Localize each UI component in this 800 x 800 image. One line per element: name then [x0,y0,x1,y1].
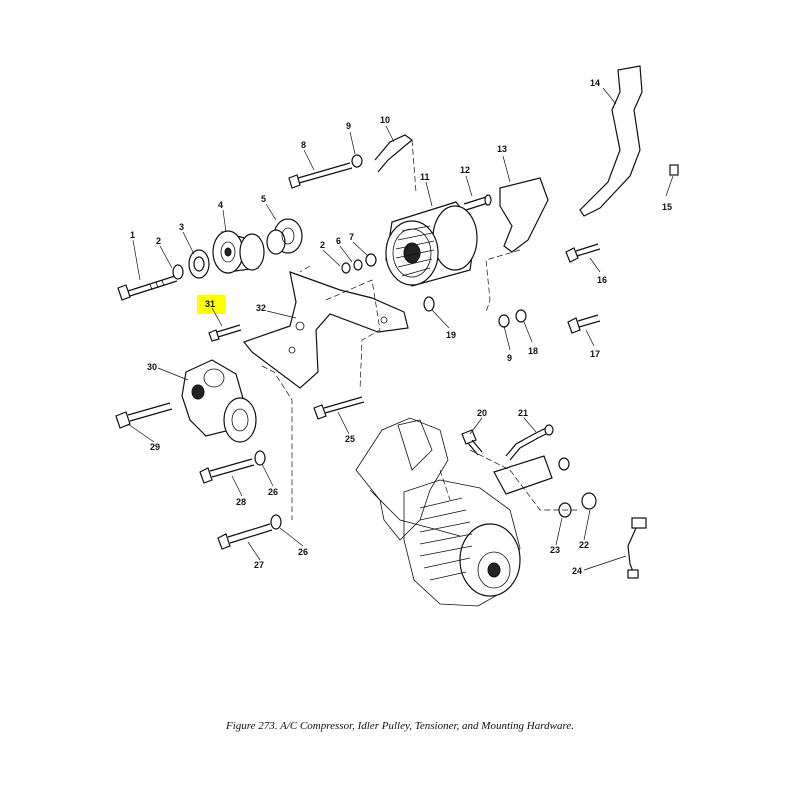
callout-5: 5 [261,194,266,204]
callout-32: 32 [256,303,266,313]
callout-30: 30 [147,362,157,372]
callout-1: 1 [130,230,135,240]
figure-caption: Figure 273. A/C Compressor, Idler Pulley… [226,720,574,732]
callout-18: 18 [528,346,538,356]
bolt-8 [288,162,353,189]
manifold-21 [493,424,570,495]
washer-26-upper [254,450,266,466]
callout-16: 16 [597,275,607,285]
bracket-hole [295,321,305,331]
callout-26: 26 [268,487,278,497]
bolt-25 [313,396,365,420]
callout-20: 20 [477,408,487,418]
idler-pulley-4 [212,230,265,274]
leader-lines [127,87,674,571]
bolt-31 [208,324,242,342]
nut-7 [365,253,377,267]
stud-12 [463,194,492,211]
callout-23: 23 [550,545,560,555]
callout-31: 31 [205,299,215,309]
callout-9: 9 [346,121,351,131]
washer-6 [353,259,363,271]
callout-21: 21 [518,408,528,418]
nut-9-top [351,154,363,168]
seal-22 [581,492,597,510]
washer-2 [172,264,184,280]
bracket-hole [380,316,388,324]
cap-15 [669,164,679,176]
bolt-17 [567,314,601,334]
callout-29: 29 [150,442,160,452]
callout-2: 2 [156,236,161,246]
nut-9-lower [498,314,510,328]
bracket-13 [499,177,549,253]
clip-10 [374,134,413,173]
callout-14: 14 [590,78,600,88]
switch-harness-24 [627,517,647,579]
callout-9-b: 9 [507,353,512,363]
callout-8: 8 [301,140,306,150]
callout-24: 24 [572,566,582,576]
callout-31-highlight [197,295,226,314]
bracket-14 [579,65,643,217]
bolt-28 [199,458,255,484]
bolt-16 [565,243,601,263]
pulley-hub-5 [266,218,303,255]
compressor-installed-view [355,417,521,607]
compressor-11 [385,201,478,287]
bolt-29 [115,402,173,429]
callout-6: 6 [336,236,341,246]
callout-15: 15 [662,202,672,212]
callout-28: 28 [236,497,246,507]
callout-27: 27 [254,560,264,570]
mount-bracket-32 [243,271,409,389]
centerlines [261,139,580,520]
spacer-3 [188,249,210,279]
washer-26-lower [270,514,282,530]
callout-22: 22 [579,540,589,550]
washer-19 [423,296,435,312]
fitting-20 [461,429,483,456]
bracket-hole [288,346,296,354]
callout-25: 25 [345,434,355,444]
bolt-27 [217,523,273,550]
washer-2-b [341,262,351,274]
callout-4: 4 [218,200,223,210]
callout-12: 12 [460,165,470,175]
bolt-1 [117,275,178,301]
callout-19: 19 [446,330,456,340]
tensioner-30 [181,359,257,443]
nut-18 [515,309,527,323]
callout-7: 7 [349,232,354,242]
callout-2-b: 2 [320,240,325,250]
callout-11: 11 [420,172,430,182]
callout-10: 10 [380,115,390,125]
callout-3: 3 [179,222,184,232]
callout-26-b: 26 [298,547,308,557]
callout-17: 17 [590,349,600,359]
callout-13: 13 [497,144,507,154]
